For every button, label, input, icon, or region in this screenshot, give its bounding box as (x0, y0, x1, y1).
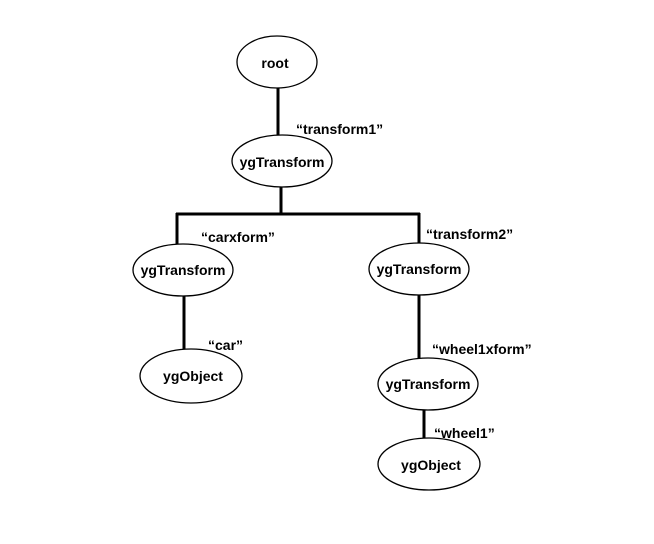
edge-label-transform1: “transform1” (296, 121, 383, 137)
node-transform-wheel (377, 357, 479, 411)
node-object-left-label: ygObject (163, 368, 223, 384)
edge-label-carxform: “carxform” (201, 229, 275, 245)
node-object-wheel-label: ygObject (401, 457, 461, 473)
edge-label-transform2: “transform2” (426, 226, 513, 242)
edge-label-wheel1: “wheel1” (434, 425, 495, 441)
node-transform-right-label: ygTransform (377, 261, 462, 277)
edge-label-car: “car” (208, 337, 243, 353)
node-transform-top-label: ygTransform (240, 154, 325, 170)
node-transform-wheel-label: ygTransform (386, 376, 471, 392)
node-transform-left (132, 243, 234, 297)
node-object-wheel (377, 437, 481, 491)
node-root (236, 35, 318, 89)
node-transform-right (368, 242, 470, 296)
edge-label-wheel1xform: “wheel1xform” (432, 341, 532, 357)
node-root-label: root (261, 55, 289, 71)
node-transform-top (231, 134, 333, 188)
node-transform-left-label: ygTransform (141, 262, 226, 278)
node-object-left (139, 348, 243, 404)
